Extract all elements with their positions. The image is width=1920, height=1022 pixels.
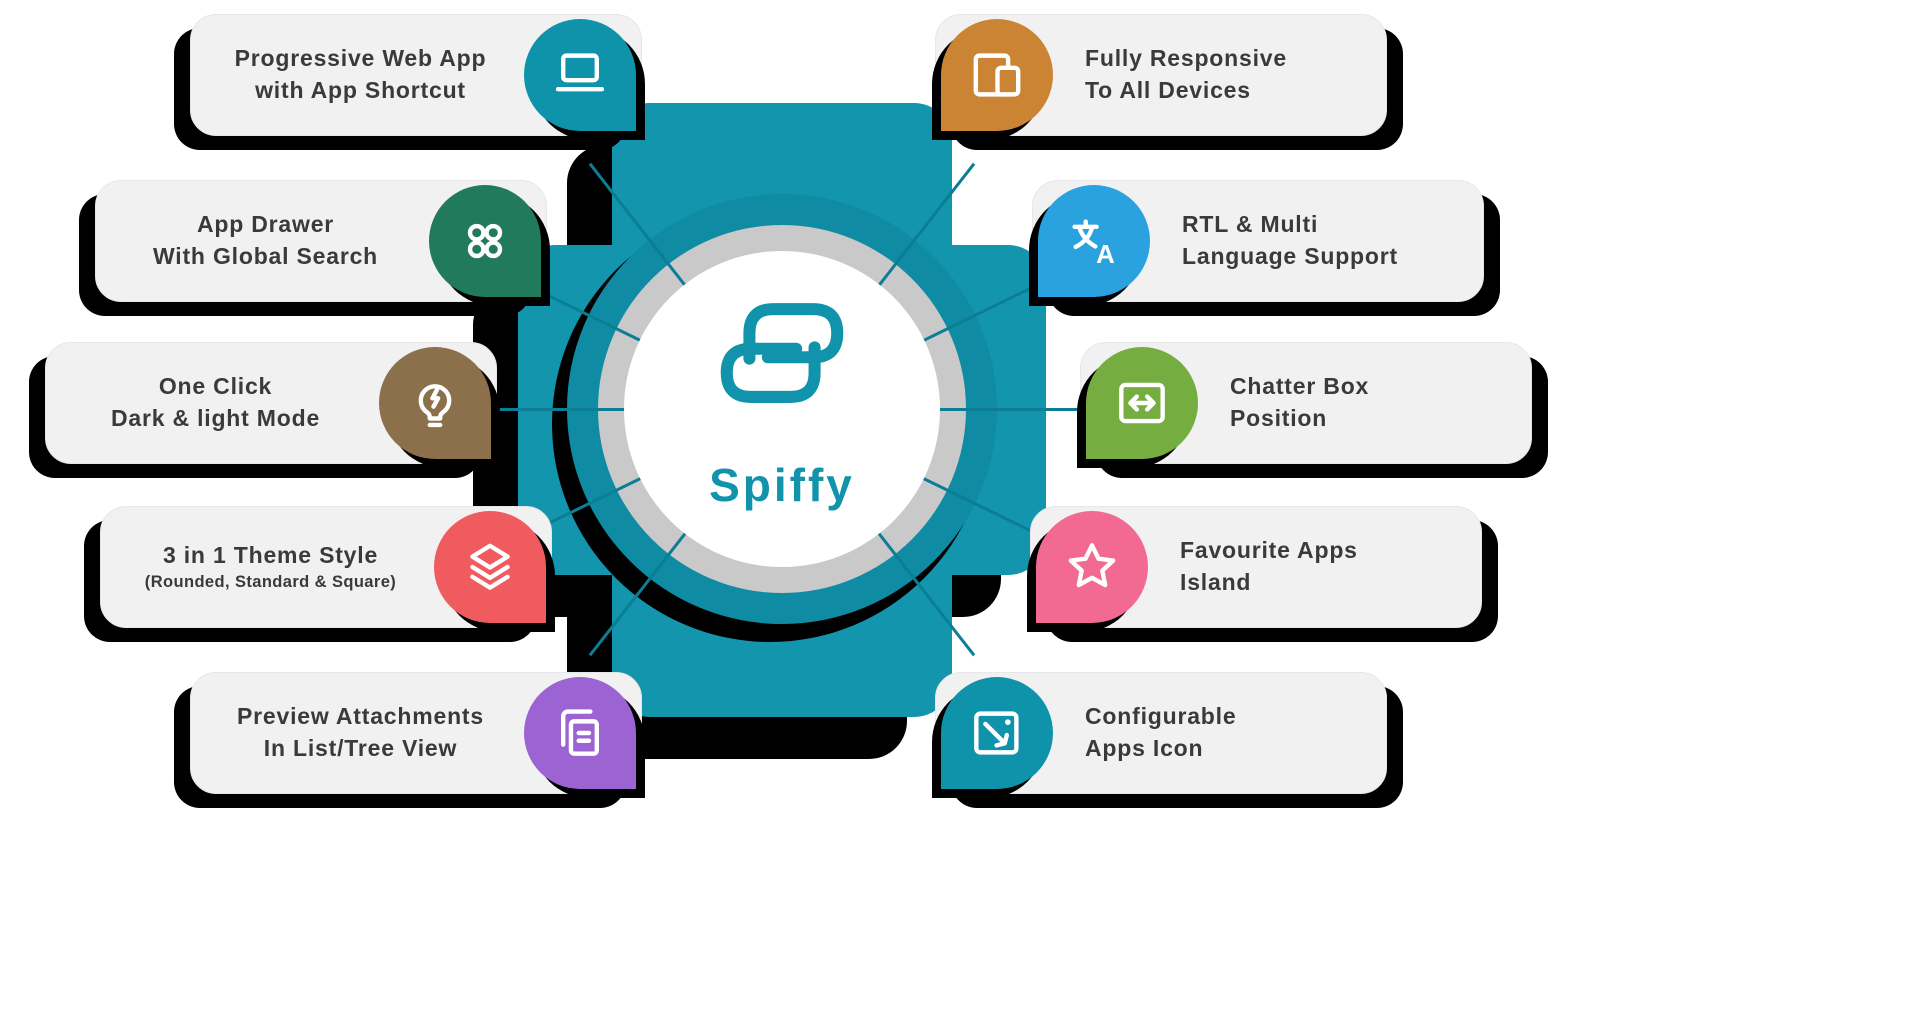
feature-text: One Click Dark & light Mode [62, 371, 379, 434]
language-leaf-badge: A [1038, 185, 1150, 297]
feature-card-chatter-box: Chatter Box Position [1080, 342, 1532, 464]
feature-line2: Dark & light Mode [110, 405, 321, 431]
feature-line2: (Rounded, Standard & Square) [144, 573, 397, 592]
pwa-leaf-badge [524, 19, 636, 131]
feature-card-theme-style: 3 in 1 Theme Style (Rounded, Standard & … [100, 506, 552, 628]
spiffy-logo-icon [720, 303, 844, 403]
layers-icon [470, 543, 510, 590]
favourite-leaf-badge [1036, 511, 1148, 623]
theme-style-leaf-badge [434, 511, 546, 623]
app-drawer-leaf-badge [429, 185, 541, 297]
feature-line1: App Drawer [196, 211, 335, 238]
feature-text: 3 in 1 Theme Style (Rounded, Standard & … [117, 540, 434, 595]
feature-line1: RTL & Multi [1182, 211, 1319, 238]
feature-line2: Position [1230, 405, 1328, 431]
app-drawer-icon [467, 223, 503, 259]
feature-line2: Language Support [1182, 243, 1398, 269]
feature-line2: In List/Tree View [263, 735, 458, 761]
feature-line2: To All Devices [1085, 77, 1251, 103]
feature-line2: With Global Search [152, 243, 379, 269]
translate-icon: A [1072, 219, 1115, 269]
feature-line1: Favourite Apps [1180, 537, 1358, 564]
feature-card-preview-attachments: Preview Attachments In List/Tree View [190, 672, 642, 794]
feature-card-fully-responsive: Fully Responsive To All Devices [935, 14, 1387, 136]
feature-card-favourite-apps: Favourite Apps Island [1030, 506, 1482, 628]
feature-line1: Configurable [1085, 703, 1237, 730]
feature-line1: Fully Responsive [1085, 45, 1287, 72]
svg-text:A: A [1096, 241, 1115, 269]
chatter-position-icon [1119, 382, 1165, 424]
star-icon [1068, 543, 1116, 588]
feature-card-app-drawer: App Drawer With Global Search [95, 180, 547, 302]
attachments-leaf-badge [524, 677, 636, 789]
brand-title: Spiffy [709, 459, 855, 511]
chatter-leaf-badge [1086, 347, 1198, 459]
laptop-icon [555, 53, 605, 92]
feature-text: Favourite Apps Island [1148, 535, 1465, 598]
feature-text: Preview Attachments In List/Tree View [207, 701, 524, 764]
configurable-apps-icon [974, 711, 1019, 755]
feature-text: Progressive Web App with App Shortcut [207, 43, 524, 106]
feature-text: Configurable Apps Icon [1053, 701, 1370, 764]
feature-text: Fully Responsive To All Devices [1053, 43, 1370, 106]
feature-line1: Chatter Box [1230, 373, 1370, 400]
feature-line1: One Click [158, 373, 273, 400]
feature-line1: Progressive Web App [234, 45, 487, 72]
feature-line1: 3 in 1 Theme Style [162, 541, 379, 568]
feature-text: RTL & Multi Language Support [1150, 209, 1467, 272]
documents-icon [561, 709, 599, 756]
feature-line2: Apps Icon [1085, 735, 1204, 761]
lightbulb-bolt-icon [418, 384, 452, 428]
feature-line2: with App Shortcut [255, 77, 466, 103]
configurable-leaf-badge [941, 677, 1053, 789]
feature-card-configurable-apps: Configurable Apps Icon [935, 672, 1387, 794]
feature-line2: Island [1180, 569, 1252, 595]
devices-icon [973, 53, 1021, 97]
feature-text: Chatter Box Position [1198, 371, 1515, 434]
responsive-leaf-badge [941, 19, 1053, 131]
feature-line1: Preview Attachments [237, 703, 484, 730]
feature-text: App Drawer With Global Search [112, 209, 429, 272]
feature-card-rtl-language: A RTL & Multi Language Support [1032, 180, 1484, 302]
feature-card-dark-light-mode: One Click Dark & light Mode [45, 342, 497, 464]
feature-card-progressive-web-app: Progressive Web App with App Shortcut [190, 14, 642, 136]
dark-mode-leaf-badge [379, 347, 491, 459]
